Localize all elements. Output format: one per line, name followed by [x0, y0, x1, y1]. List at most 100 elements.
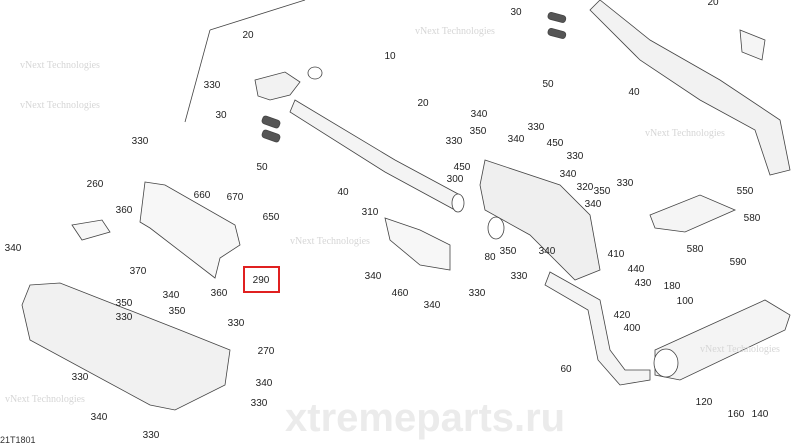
callout-400[interactable]: 400: [623, 323, 641, 334]
callout-330[interactable]: 330: [203, 80, 221, 91]
watermark: vNext Technologies: [290, 236, 370, 247]
spring-50: [261, 129, 281, 143]
callout-340[interactable]: 340: [423, 300, 441, 311]
heat-shield-300: [479, 159, 601, 281]
callout-330[interactable]: 330: [510, 271, 528, 282]
callout-340[interactable]: 340: [90, 412, 108, 423]
callout-340[interactable]: 340: [507, 134, 525, 145]
plate-260: [71, 219, 111, 241]
callout-580[interactable]: 580: [686, 244, 704, 255]
callout-410[interactable]: 410: [607, 249, 625, 260]
watermark: vNext Technologies: [415, 26, 495, 37]
callout-650[interactable]: 650: [262, 212, 280, 223]
callout-140[interactable]: 140: [751, 409, 769, 420]
callout-330[interactable]: 330: [566, 151, 584, 162]
callout-420[interactable]: 420: [613, 310, 631, 321]
callout-590[interactable]: 590: [729, 257, 747, 268]
callout-670[interactable]: 670: [226, 192, 244, 203]
clamp-80: [487, 216, 505, 240]
callout-350[interactable]: 350: [593, 186, 611, 197]
watermark: vNext Technologies: [700, 344, 780, 355]
callout-330[interactable]: 330: [616, 178, 634, 189]
callout-160[interactable]: 160: [727, 409, 745, 420]
watermark: vNext Technologies: [645, 128, 725, 139]
callout-460[interactable]: 460: [391, 288, 409, 299]
callout-300[interactable]: 300: [446, 174, 464, 185]
callout-330[interactable]: 330: [250, 398, 268, 409]
callout-360[interactable]: 360: [115, 205, 133, 216]
callout-340[interactable]: 340: [470, 109, 488, 120]
callout-440[interactable]: 440: [627, 264, 645, 275]
callout-50[interactable]: 50: [542, 79, 554, 90]
bracket: [739, 29, 766, 61]
callout-60[interactable]: 60: [560, 364, 572, 375]
callout-350[interactable]: 350: [115, 298, 133, 309]
spring-50: [547, 12, 567, 23]
diagram-code: 21T1801: [0, 435, 36, 445]
callout-330[interactable]: 330: [527, 122, 545, 133]
group-line: [209, 0, 306, 31]
callout-80[interactable]: 80: [484, 252, 496, 263]
callout-20[interactable]: 20: [417, 98, 429, 109]
highlight-box: [243, 266, 280, 293]
pipe-end: [451, 193, 465, 213]
group-line: [184, 29, 211, 123]
callout-330[interactable]: 330: [227, 318, 245, 329]
callout-270[interactable]: 270: [257, 346, 275, 357]
callout-290[interactable]: 290: [252, 275, 270, 286]
plate-550: [649, 194, 737, 233]
callout-450[interactable]: 450: [453, 162, 471, 173]
spring-50: [547, 28, 567, 39]
callout-450[interactable]: 450: [546, 138, 564, 149]
callout-330[interactable]: 330: [142, 430, 160, 441]
callout-330[interactable]: 330: [131, 136, 149, 147]
callout-330[interactable]: 330: [468, 288, 486, 299]
callout-340[interactable]: 340: [584, 199, 602, 210]
callout-340[interactable]: 340: [4, 243, 22, 254]
callout-50[interactable]: 50: [256, 162, 268, 173]
heat-shield-290: [139, 181, 241, 279]
callout-30[interactable]: 30: [510, 7, 522, 18]
heat-shield-310: [384, 217, 451, 271]
watermark: vNext Technologies: [20, 100, 100, 111]
pipe-60: [544, 271, 651, 386]
rear-pipe-assembly: [589, 0, 791, 176]
callout-580[interactable]: 580: [743, 213, 761, 224]
watermark: vNext Technologies: [20, 60, 100, 71]
callout-340[interactable]: 340: [255, 378, 273, 389]
callout-350[interactable]: 350: [469, 126, 487, 137]
callout-120[interactable]: 120: [695, 397, 713, 408]
callout-660[interactable]: 660: [193, 190, 211, 201]
muffler: [654, 299, 791, 381]
callout-350[interactable]: 350: [168, 306, 186, 317]
callout-330[interactable]: 330: [445, 136, 463, 147]
front-pipe-40: [289, 99, 461, 211]
callout-20[interactable]: 20: [242, 30, 254, 41]
callout-350[interactable]: 350: [499, 246, 517, 257]
callout-20[interactable]: 20: [707, 0, 719, 8]
callout-360[interactable]: 360: [210, 288, 228, 299]
callout-370[interactable]: 370: [129, 266, 147, 277]
callout-40[interactable]: 40: [628, 87, 640, 98]
heat-shield-270: [21, 282, 231, 411]
callout-340[interactable]: 340: [538, 246, 556, 257]
callout-430[interactable]: 430: [634, 278, 652, 289]
callout-10[interactable]: 10: [384, 51, 396, 62]
callout-320[interactable]: 320: [576, 182, 594, 193]
callout-550[interactable]: 550: [736, 186, 754, 197]
callout-180[interactable]: 180: [663, 281, 681, 292]
callout-340[interactable]: 340: [559, 169, 577, 180]
callout-340[interactable]: 340: [162, 290, 180, 301]
callout-330[interactable]: 330: [115, 312, 133, 323]
callout-260[interactable]: 260: [86, 179, 104, 190]
callout-330[interactable]: 330: [71, 372, 89, 383]
callout-30[interactable]: 30: [215, 110, 227, 121]
callout-310[interactable]: 310: [361, 207, 379, 218]
gasket-10: [307, 66, 323, 80]
callout-100[interactable]: 100: [676, 296, 694, 307]
flange-30: [254, 71, 301, 101]
callout-340[interactable]: 340: [364, 271, 382, 282]
callout-40[interactable]: 40: [337, 187, 349, 198]
